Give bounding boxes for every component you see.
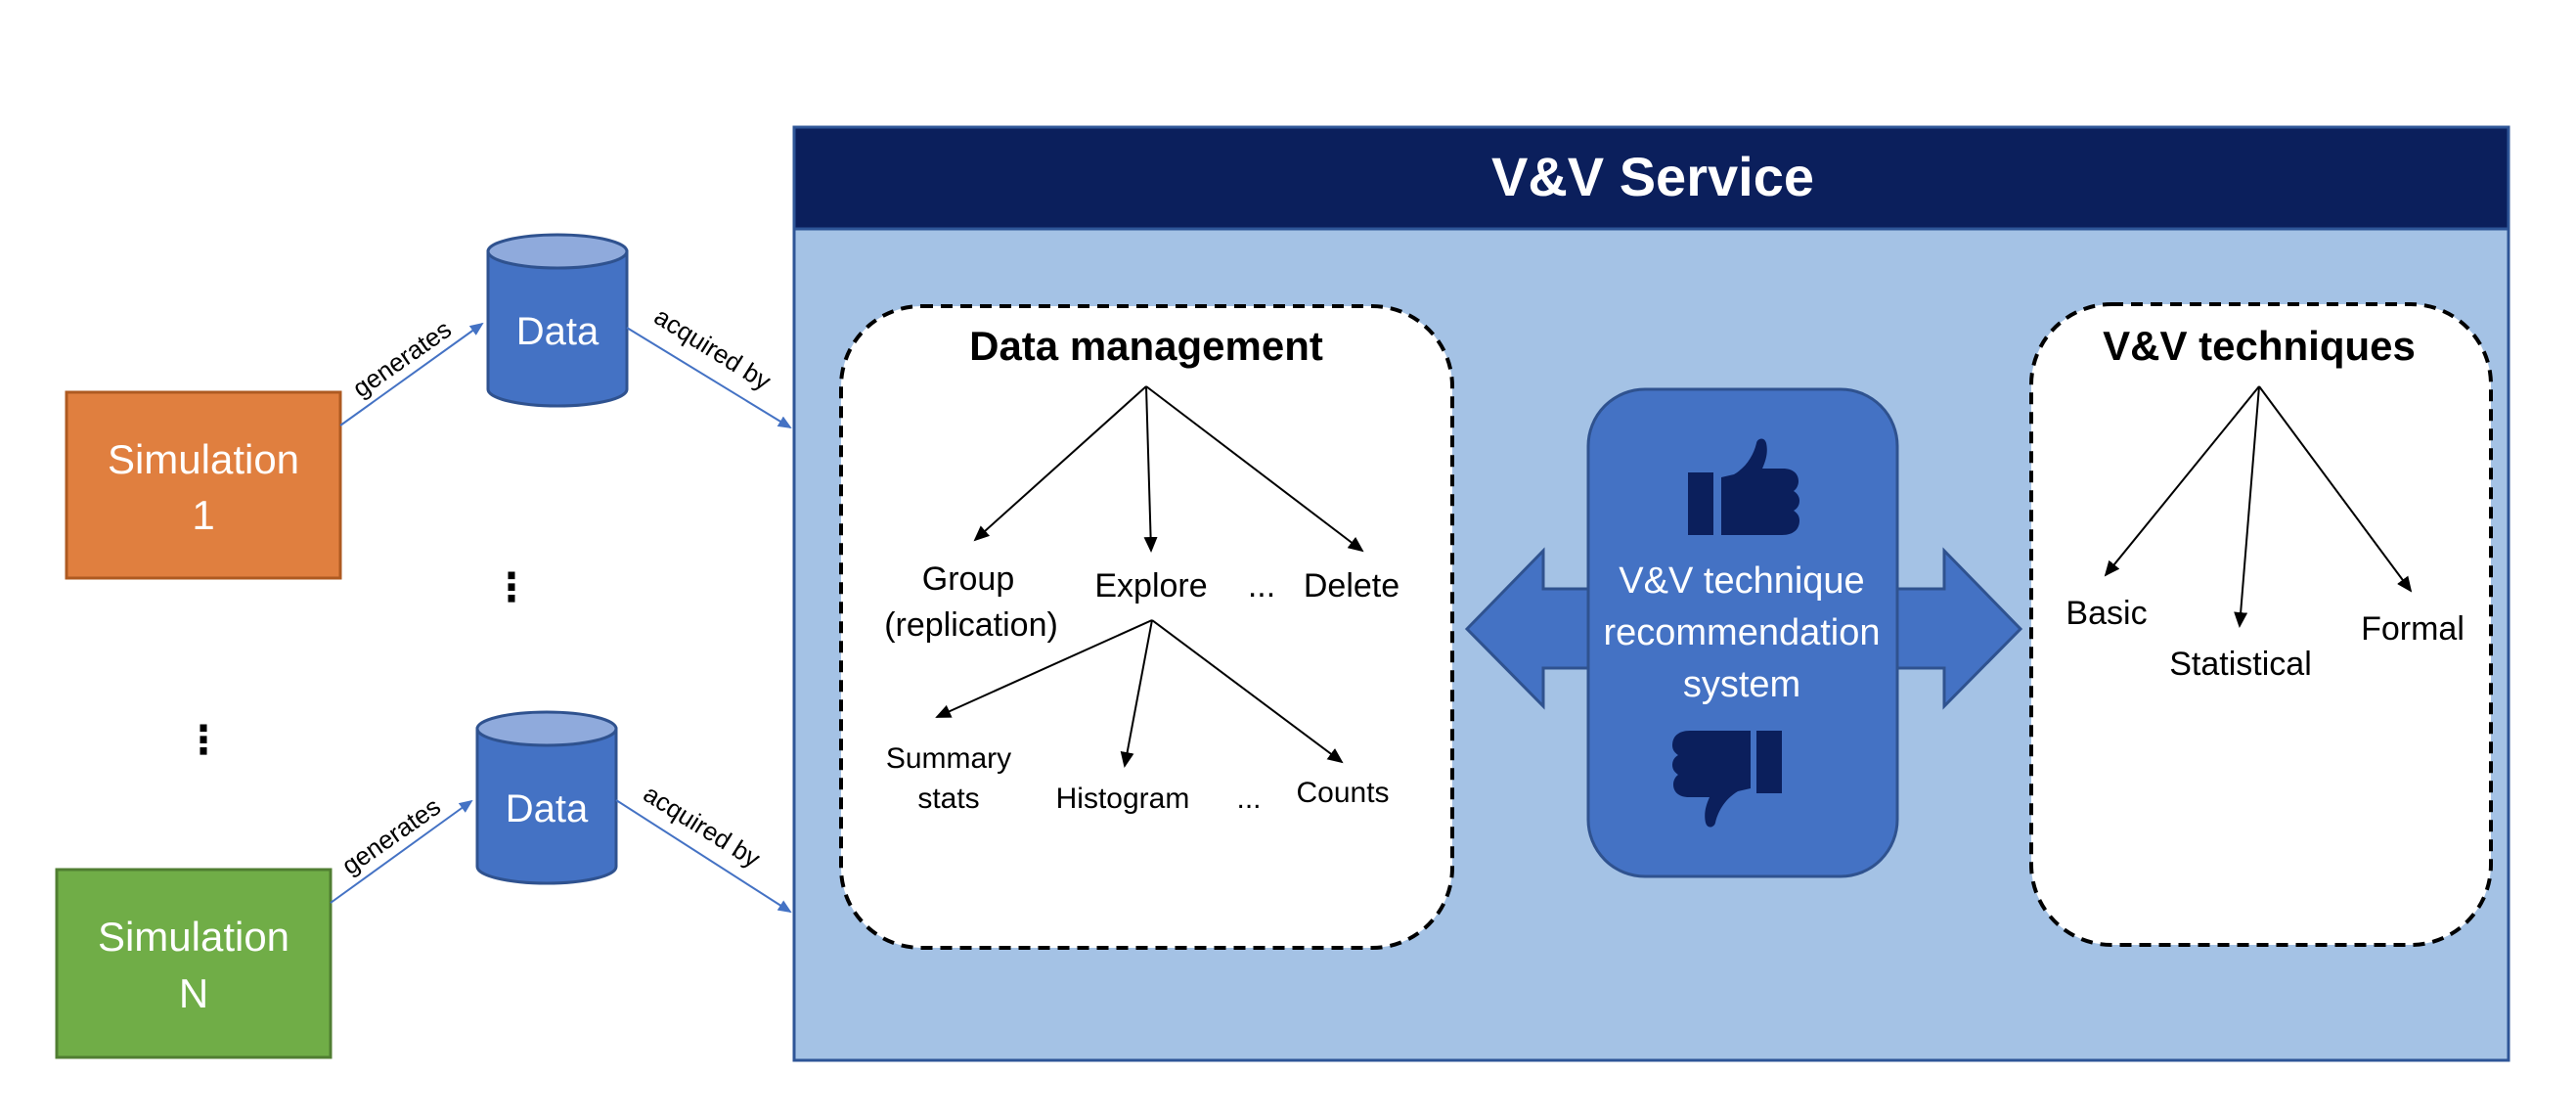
explore-ellipsis-label: ... <box>1236 783 1261 815</box>
simulation-1-label-line1: Simulation <box>108 436 299 482</box>
acquired-arrow-n <box>615 799 792 914</box>
dm-ellipsis-label: ... <box>1248 567 1275 604</box>
simulation-n-label-line2: N <box>179 970 208 1016</box>
generates-label-n: generates <box>336 791 446 880</box>
simulation-n-label-line1: Simulation <box>98 914 289 960</box>
data-database-1: Data <box>486 233 629 408</box>
recommendation-label-line2: recommendation <box>1603 612 1880 653</box>
technique-formal-label: Formal <box>2361 610 2465 648</box>
vv-techniques-box: V&V techniques Basic Statistical Formal <box>2029 302 2493 947</box>
recommendation-label-line3: system <box>1683 664 1800 705</box>
dm-explore-label: Explore <box>1094 567 1207 604</box>
ellipsis-data-column: ⋮ <box>492 566 531 609</box>
data-database-1-label: Data <box>516 310 600 353</box>
technique-basic-label: Basic <box>2065 595 2147 632</box>
ellipsis-simulation-column: ⋮ <box>184 719 223 762</box>
recommendation-system-panel: V&V technique recommendation system <box>1586 387 1899 878</box>
dm-group-label-line1: Group <box>922 560 1015 598</box>
generates-arrow-n <box>330 799 473 904</box>
explore-summary-label-line1: Summary <box>886 742 1011 775</box>
vv-service-title: V&V Service <box>1491 146 1814 207</box>
data-database-n: Data <box>475 710 618 885</box>
acquired-label-1: acquired by <box>649 301 777 396</box>
vv-techniques-title: V&V techniques <box>2103 323 2416 369</box>
acquired-arrow-1 <box>626 327 792 429</box>
thumbs-up-icon <box>1688 438 1799 535</box>
data-management-box: Data management Group (replication) Expl… <box>839 304 1454 950</box>
simulation-1-label-line2: 1 <box>192 492 214 538</box>
generates-label-1: generates <box>347 314 457 403</box>
explore-histogram-label: Histogram <box>1056 783 1190 815</box>
vv-service-header <box>792 125 2510 231</box>
generates-arrow-1 <box>339 322 484 426</box>
explore-counts-label: Counts <box>1296 777 1389 809</box>
technique-statistical-label: Statistical <box>2169 646 2312 683</box>
recommendation-label-line1: V&V technique <box>1619 560 1864 602</box>
dm-delete-label: Delete <box>1304 567 1399 604</box>
simulation-n-box: Simulation N <box>55 868 333 1059</box>
explore-summary-label-line2: stats <box>917 783 979 815</box>
simulation-1-box: Simulation 1 <box>65 390 342 580</box>
data-management-title: Data management <box>969 323 1323 369</box>
data-database-n-label: Data <box>506 787 589 830</box>
thumbs-down-icon <box>1672 731 1782 828</box>
dm-group-label-line2: (replication) <box>884 606 1058 644</box>
